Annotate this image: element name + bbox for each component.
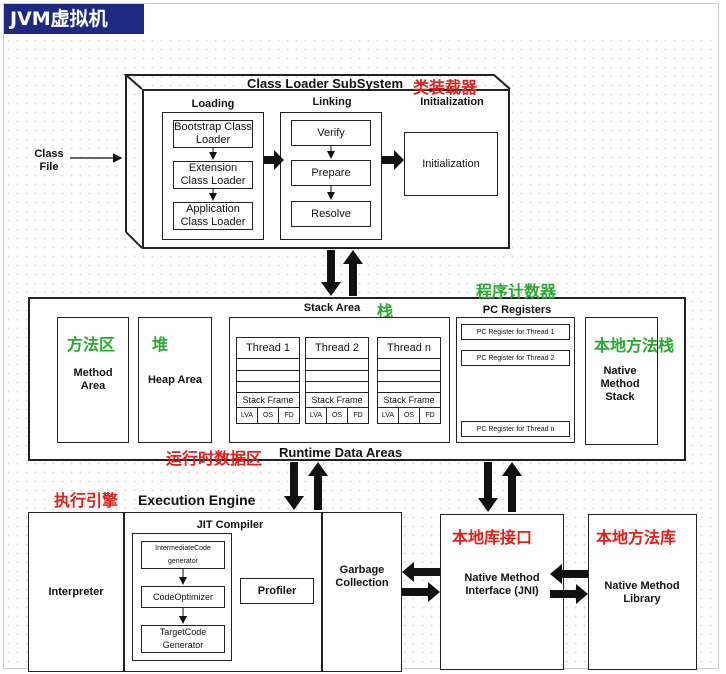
method-area [57,317,129,443]
profiler-box: Profiler [240,578,314,604]
class-loader-title: Class Loader SubSystem [246,76,404,91]
runtime-title-cn: 运行时数据区 [166,449,263,468]
thread-header: Thread 1 [236,337,300,359]
heap-area [138,317,212,443]
thread-header: Thread 2 [305,337,369,359]
bootstrap-loader: Bootstrap Class Loader [173,120,253,148]
linking-label: Linking [312,96,352,108]
stack-frame-part: LVA [305,407,327,424]
garbage-collection-box [322,512,402,672]
linking-to-init-arrow [382,150,404,170]
stack-frame-part: FD [278,407,300,424]
loader-to-runtime-arrow [321,250,341,296]
jni-to-library-arrow [550,584,588,604]
class-loader-3d-edges [123,74,511,249]
class-file-line1: Class [34,148,64,160]
runtime-to-loader-arrow [343,250,363,296]
method-area-cn: 方法区 [67,335,116,354]
runtime-to-engine-arrow [284,462,304,510]
class-file-label: Class File [22,148,76,174]
jni-label: Native Method Interface (JNI) [464,572,540,597]
stack-frame-part: OS [326,407,348,424]
page-title: JVM虚拟机 [4,4,144,34]
application-loader: Application Class Loader [173,202,253,230]
intermediate-code-generator: IntermediateCode generator [141,541,225,569]
native-stack-cn: 本地方法栈 [594,336,675,355]
jni-to-gc-arrow [402,562,440,582]
initialization-label: Initialization [420,96,484,108]
class-file-line2: File [39,161,59,173]
target-code-generator: TargetCode Generator [141,625,225,653]
resolve-step: Resolve [291,201,371,227]
garbage-collection-label: Garbage Collection [335,564,389,589]
jit-compiler-label: JIT Compiler [196,519,264,531]
code-optimizer: CodeOptimizer [141,586,225,608]
native-method-stack [585,317,658,445]
jni-cn: 本地库接口 [452,528,533,547]
stack-frame-part: FD [347,407,369,424]
runtime-to-jni-arrow [478,462,498,512]
native-library-label: Native Method Library [604,580,680,605]
native-library-box [588,514,697,670]
jni-to-runtime-arrow [502,462,522,512]
gc-to-jni-arrow [402,582,440,602]
loading-label: Loading [191,98,235,110]
pc-registers-cn: 程序计数器 [476,282,557,301]
runtime-title: Runtime Data Areas [279,445,403,460]
stack-frame-part: FD [419,407,441,424]
heap-area-label: Heap Area [147,374,202,386]
native-library-cn: 本地方法库 [596,528,677,547]
stack-frame-part: OS [398,407,420,424]
initialization-box: Initialization [404,132,498,196]
stack-area-label: Stack Area [303,302,361,314]
execution-engine-cn: 执行引擎 [54,491,119,510]
heap-area-cn: 堆 [152,335,169,354]
pc-registers-label: PC Registers [482,304,552,316]
stack-area-cn: 栈 [377,302,394,321]
execution-engine-title: Execution Engine [138,492,256,508]
loading-to-linking-arrow [264,150,284,170]
stack-frame-part: OS [257,407,279,424]
engine-to-runtime-arrow [308,462,328,510]
native-stack-label: Native Method Stack [600,365,640,403]
pc-register-thread-n: PC Register for Thread n [461,421,570,437]
interpreter-label: Interpreter [48,586,104,598]
thread-header: Thread n [377,337,441,359]
jni-box [440,514,564,670]
pc-register-thread-2: PC Register for Thread 2 [461,350,570,366]
prepare-step: Prepare [291,160,371,186]
class-loader-title-cn: 类装载器 [413,78,478,97]
block-arrows [264,150,588,604]
verify-step: Verify [291,120,371,146]
library-to-jni-arrow [550,564,588,584]
extension-loader: Extension Class Loader [173,161,253,189]
method-area-label: Method Area [73,367,113,392]
pc-register-thread-1: PC Register for Thread 1 [461,324,570,340]
interpreter-box [28,512,124,672]
